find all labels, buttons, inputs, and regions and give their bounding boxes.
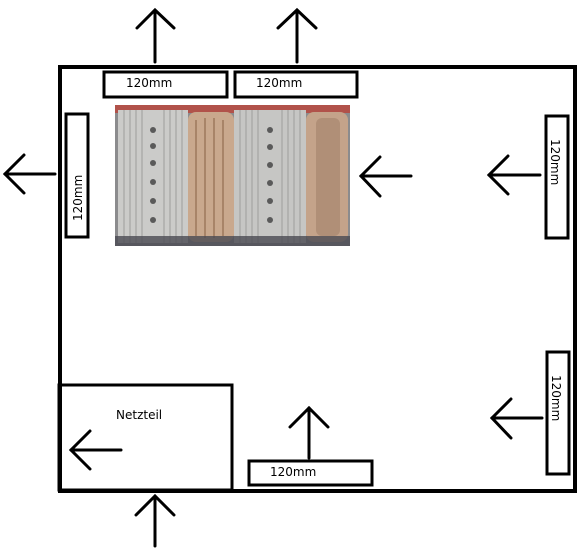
fan-bottom-label: 120mm xyxy=(270,465,316,479)
fan-top-left: 120mm xyxy=(102,70,229,99)
fan-top-left-label: 120mm xyxy=(126,76,172,90)
fan-top-right-label: 120mm xyxy=(256,76,302,90)
case-outline xyxy=(58,65,577,493)
fan-left: 120mm xyxy=(64,112,90,239)
arrow-cooler-in xyxy=(358,155,413,198)
fan-top-right: 120mm xyxy=(233,70,359,99)
arrow-bottom-fan-in xyxy=(288,405,330,460)
fan-left-label: 120mm xyxy=(71,175,85,221)
fan-right-upper-label: 120mm xyxy=(548,139,562,185)
fan-right-lower-label: 120mm xyxy=(549,375,563,421)
arrow-psu-bottom-in xyxy=(134,493,176,548)
arrow-top-right-out xyxy=(276,7,318,64)
fan-right-upper: 120mm xyxy=(544,114,570,240)
psu-label: Netzteil xyxy=(116,408,162,422)
fan-bottom: 120mm xyxy=(247,459,374,487)
arrow-right-upper-in xyxy=(486,154,542,196)
arrow-right-lower-in xyxy=(489,397,544,440)
cpu-cooler-image xyxy=(115,105,350,246)
arrow-left-out xyxy=(2,153,57,195)
fan-right-lower: 120mm xyxy=(545,350,571,476)
arrow-psu-out xyxy=(68,429,123,471)
psu-box xyxy=(57,383,234,492)
arrow-top-left-out xyxy=(135,7,176,64)
